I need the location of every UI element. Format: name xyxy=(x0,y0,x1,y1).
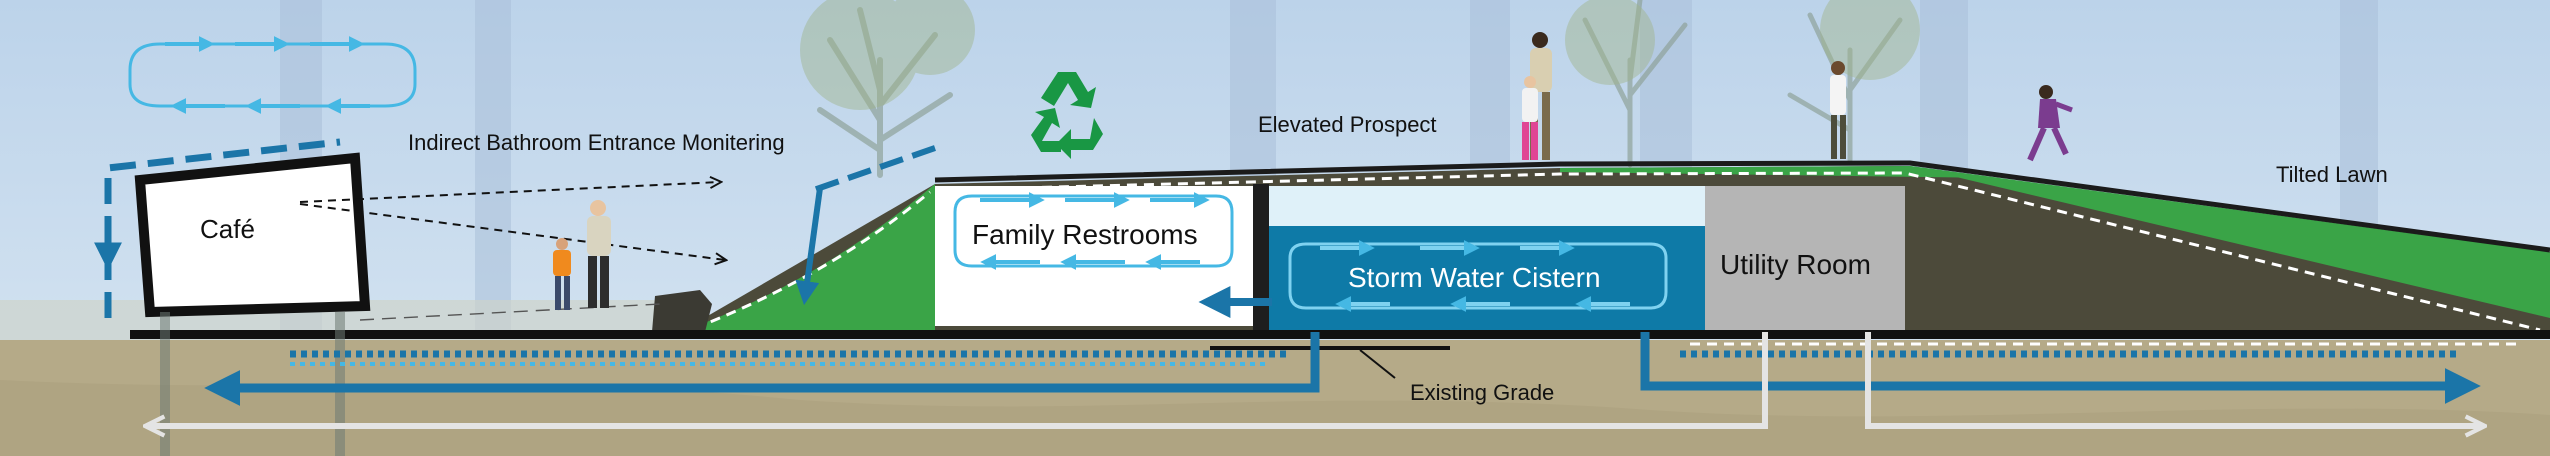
existing-grade-label: Existing Grade xyxy=(1410,380,1554,405)
water-flow-left xyxy=(204,332,1320,406)
ground-texture xyxy=(0,380,2550,456)
tilted-lawn-surface xyxy=(1910,166,2550,318)
restroom-wall xyxy=(1253,184,1269,332)
water-flow-right xyxy=(1640,332,2520,404)
cafe-label: Café xyxy=(200,214,255,244)
utility-room-label: Utility Room xyxy=(1720,249,1871,280)
membrane-line xyxy=(939,171,2541,332)
grade-reference-line xyxy=(359,303,661,321)
family-restroom-room xyxy=(935,186,1253,326)
background-trees xyxy=(817,0,1903,178)
storm-water-cistern-label: Storm Water Cistern xyxy=(1348,262,1601,293)
berm-top-edge xyxy=(934,160,2550,253)
lawn-slope-front xyxy=(680,184,935,332)
cistern-circulation-icon xyxy=(1288,240,1668,312)
tilted-lawn-label: Tilted Lawn xyxy=(2276,162,2388,187)
recycle-icon xyxy=(1031,72,1103,159)
parent-with-child-top xyxy=(1522,32,1552,160)
family-restrooms-label: Family Restrooms xyxy=(972,219,1198,250)
parent-with-child-left xyxy=(553,200,611,310)
sight-lines xyxy=(299,182,725,260)
roof-drain-arrow xyxy=(795,145,936,306)
utility-lines xyxy=(150,332,2480,426)
people xyxy=(553,32,2073,310)
child-standing xyxy=(1830,61,1846,159)
existing-grade-leader xyxy=(1359,349,1396,379)
child-running xyxy=(2027,85,2073,162)
utility-room xyxy=(1705,186,1905,332)
cistern-air-gap xyxy=(1269,186,1705,232)
slope-membrane-line xyxy=(694,190,931,330)
restroom-circulation-icon xyxy=(953,192,1234,270)
elevated-prospect-label: Elevated Prospect xyxy=(1258,112,1437,137)
cafe-kiosk xyxy=(94,138,371,456)
rock-wall xyxy=(652,290,712,332)
indirect-monitoring-label: Indirect Bathroom Entrance Monitering xyxy=(408,130,785,155)
tree-foliage xyxy=(800,0,1920,110)
slab-line xyxy=(130,330,2550,339)
circulation-arrows-icon xyxy=(128,36,417,114)
